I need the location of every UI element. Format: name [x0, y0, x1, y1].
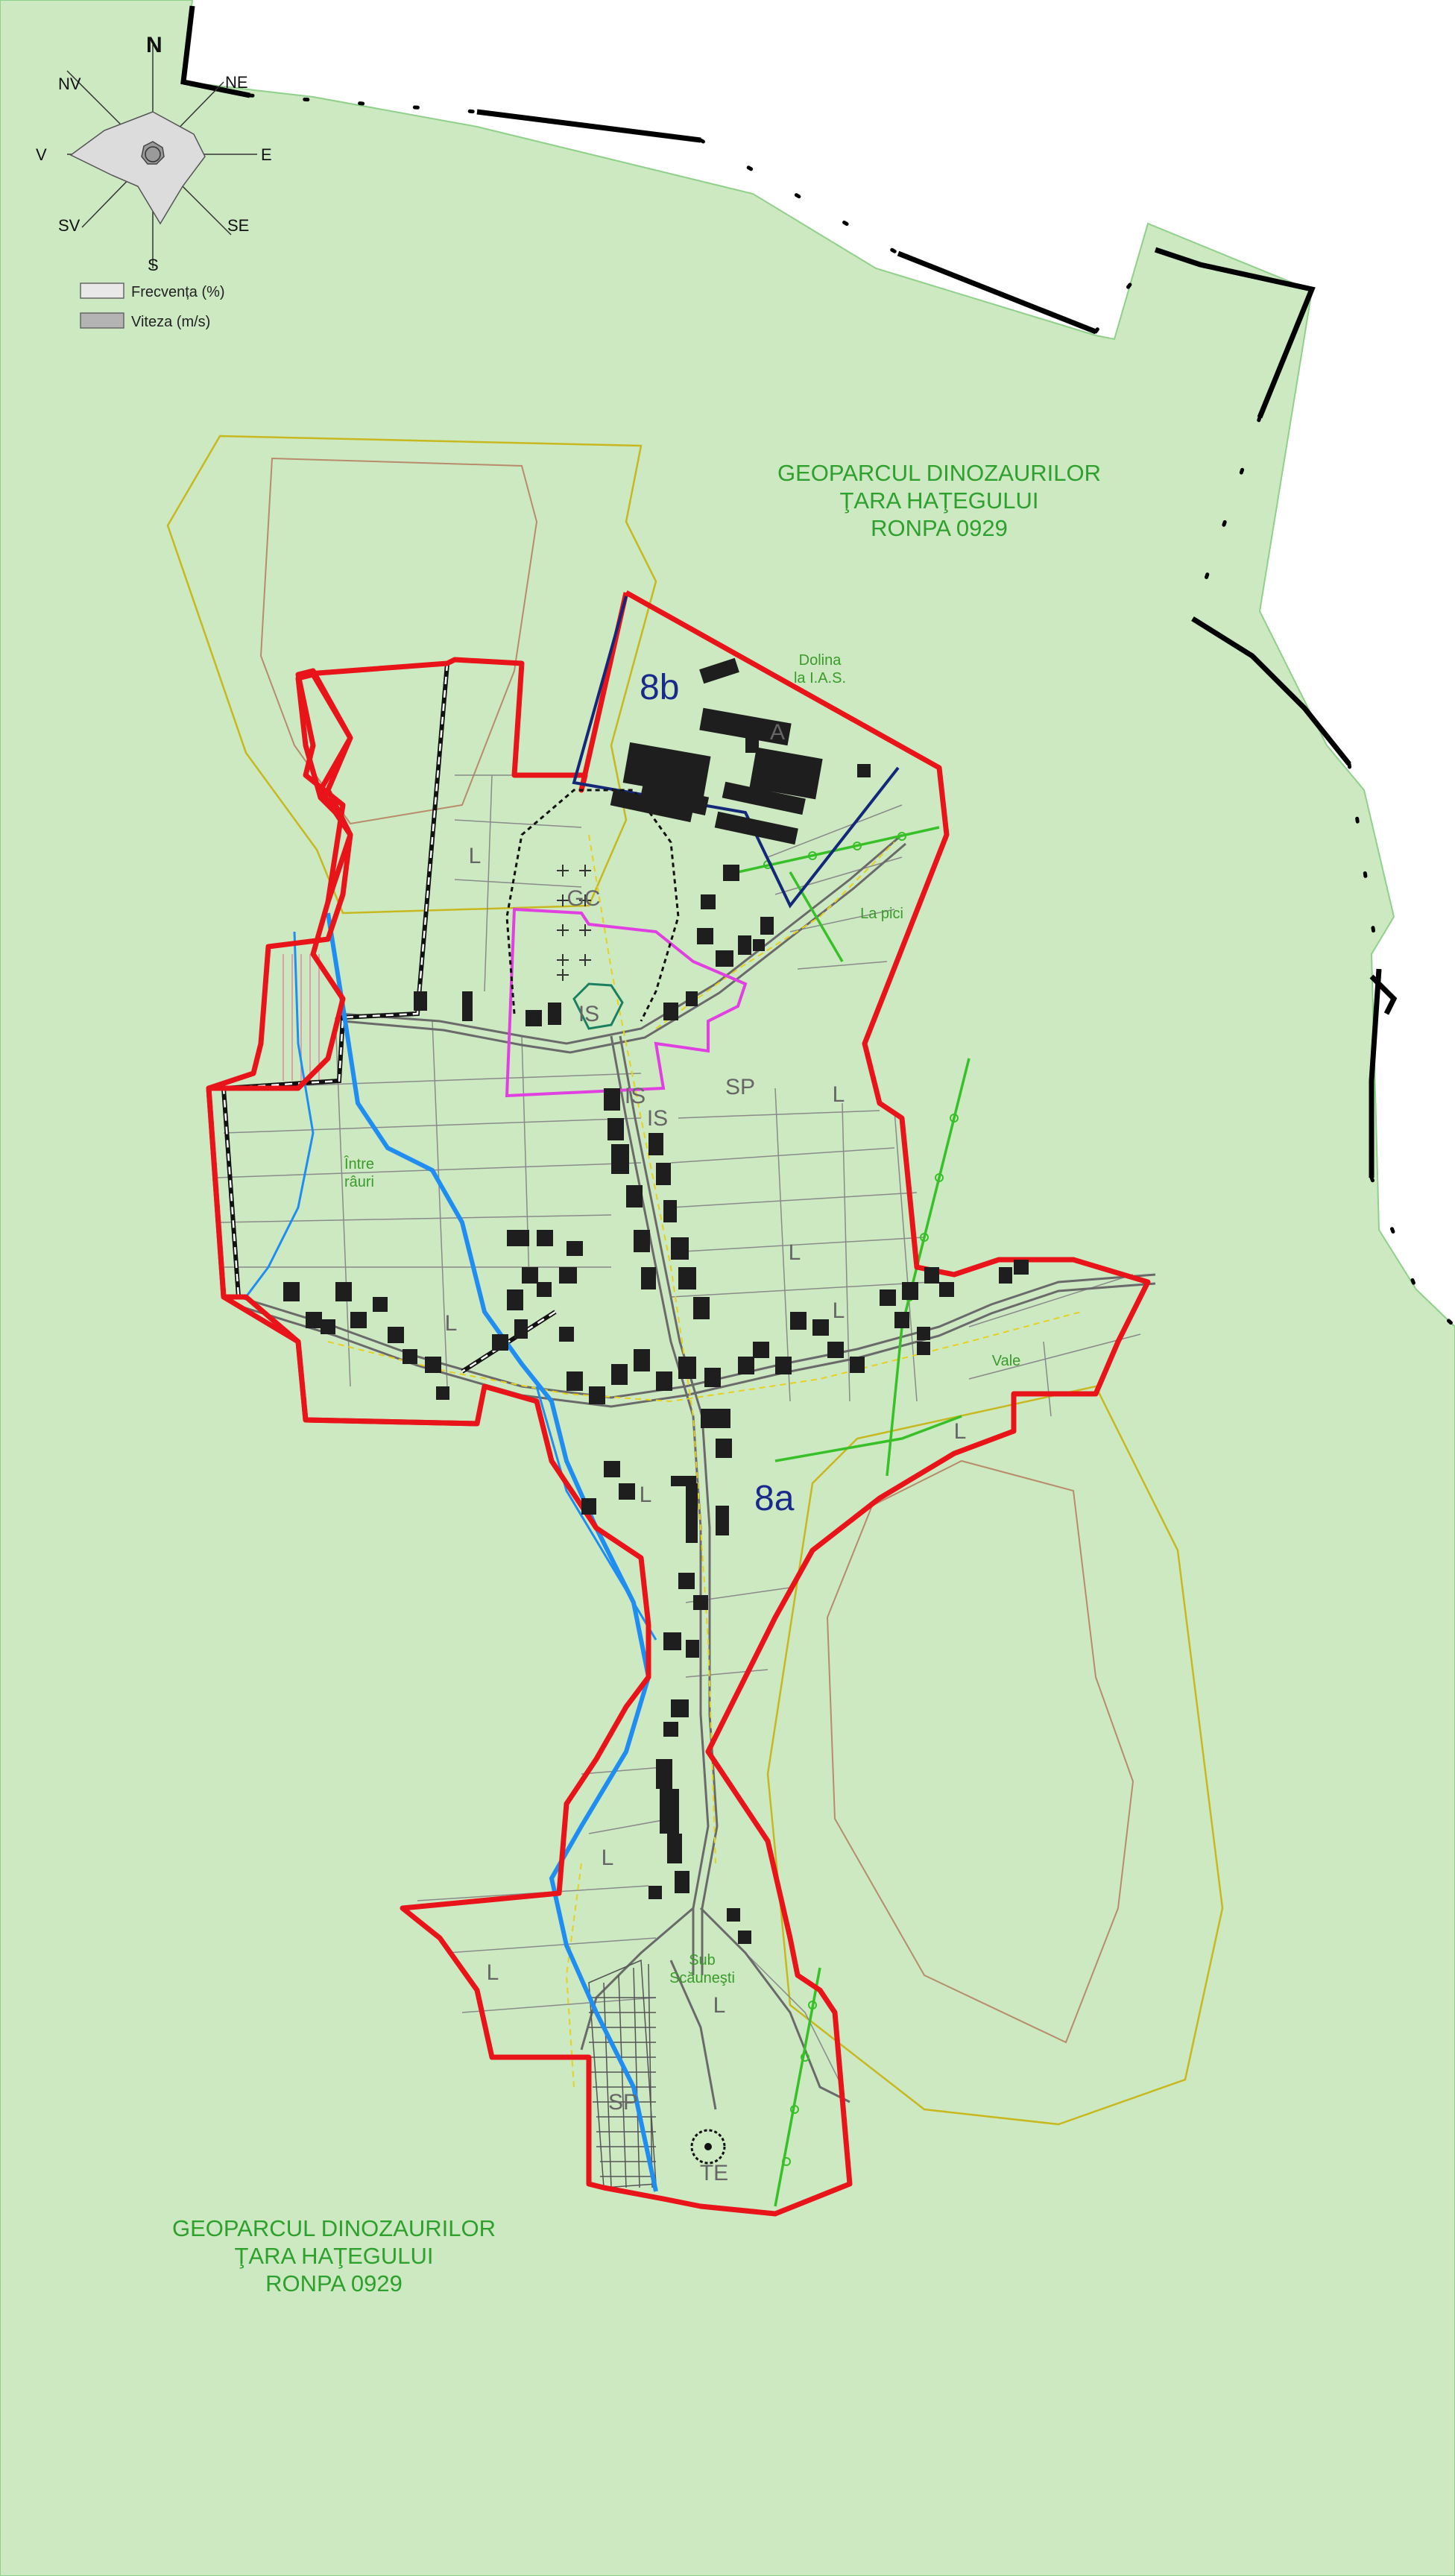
sector-8a-label: 8a — [754, 1479, 795, 1518]
compass-se-label: SE — [227, 216, 249, 235]
compass-v-label: V — [36, 145, 47, 164]
speed-label: Viteza (m/s) — [131, 314, 210, 330]
zone-l-10: L — [833, 1298, 845, 1323]
place-dolina-2: la I.A.S. — [794, 670, 846, 686]
buildings — [283, 657, 1029, 1944]
zone-a: A — [770, 720, 785, 745]
zone-is-2: IS — [625, 1084, 646, 1108]
zone-is-1: IS — [578, 1002, 599, 1026]
geopark-label-bottom: GEOPARCUL DINOZAURILOR ŢARA HAŢEGULUI RO… — [172, 2215, 496, 2296]
outer-limit — [180, 5, 1455, 1329]
sector-8b-label: 8b — [640, 668, 679, 707]
zone-l-2: L — [833, 1082, 845, 1107]
place-sub: Sub — [689, 1952, 716, 1969]
cemetery-boundary — [505, 907, 748, 1098]
zone-l-3: L — [789, 1240, 801, 1265]
svg-text:RONPA 0929: RONPA 0929 — [871, 515, 1008, 541]
compass-s-label: S — [148, 256, 159, 274]
compass-sv-label: SV — [58, 216, 81, 235]
water-tank-icon — [690, 2129, 726, 2165]
sector-8b-boundary — [572, 596, 900, 909]
svg-text:ŢARA HAŢEGULUI: ŢARA HAŢEGULUI — [840, 487, 1039, 514]
zone-codes: A GC IS IS IS SP SP TE L L L L L L L L L… — [445, 720, 967, 2185]
place-names: Dolina la I.A.S. La pici Între râuri Val… — [344, 652, 1020, 1986]
contour-lines — [259, 457, 1134, 2044]
compass-e-label: E — [261, 145, 272, 164]
svg-text:GEOPARCUL DINOZAURILOR: GEOPARCUL DINOZAURILOR — [172, 2215, 496, 2241]
hatched-area — [283, 954, 320, 1081]
zone-gc: GC — [567, 886, 601, 911]
zone-l-7: L — [602, 1846, 614, 1870]
zone-te: TE — [700, 2161, 728, 2185]
zone-is-3: IS — [647, 1106, 668, 1131]
speed-swatch — [80, 312, 124, 329]
place-intre-2: râuri — [344, 1174, 374, 1190]
place-vale: Vale — [992, 1353, 1021, 1369]
geopark-label-top: GEOPARCUL DINOZAURILOR ŢARA HAŢEGULUI RO… — [777, 460, 1101, 541]
compass-ne-label: NE — [225, 73, 248, 92]
utility-lines — [327, 834, 1082, 2088]
zone-l-5: L — [954, 1419, 967, 1444]
utr-boundary-north — [206, 1085, 478, 1427]
river — [326, 912, 658, 2192]
utr-boundary — [206, 590, 1151, 2217]
svg-text:GEOPARCUL DINOZAURILOR: GEOPARCUL DINOZAURILOR — [777, 460, 1101, 486]
zone-l-6: L — [640, 1483, 652, 1507]
svg-text:ŢARA HAŢEGULUI: ŢARA HAŢEGULUI — [235, 2243, 434, 2269]
place-sub-2: Scăuneşti — [669, 1970, 735, 1986]
zone-l-8: L — [487, 1960, 499, 1985]
dashed-boundary — [221, 663, 557, 1374]
place-la-pici: La pici — [860, 906, 903, 922]
compass-nv-label: NV — [58, 75, 81, 93]
frequency-label: Frecvența (%) — [131, 284, 225, 300]
agricultural-boundaries — [166, 435, 1224, 2126]
zone-sp-1: SP — [725, 1075, 755, 1099]
wind-legend: Frecvența (%) Viteza (m/s) — [80, 282, 225, 330]
zone-l-1: L — [469, 844, 482, 868]
wind-rose-icon: N NE E SE S SV V NV — [36, 33, 272, 274]
place-dolina: Dolina — [799, 652, 842, 669]
compass-n-label: N — [146, 33, 162, 57]
utr-boundary-nw — [295, 592, 629, 903]
zone-sp-2: SP — [608, 2090, 638, 2115]
frequency-swatch — [80, 282, 124, 299]
cemetery-cross-icon — [557, 865, 591, 981]
place-intre: Între — [344, 1155, 374, 1172]
railway-loop — [505, 789, 680, 1022]
zone-l-9: L — [713, 1993, 726, 2018]
stream — [244, 931, 657, 1641]
svg-text:RONPA 0929: RONPA 0929 — [265, 2270, 403, 2296]
church-area — [572, 982, 624, 1030]
zone-l-4: L — [445, 1311, 458, 1336]
